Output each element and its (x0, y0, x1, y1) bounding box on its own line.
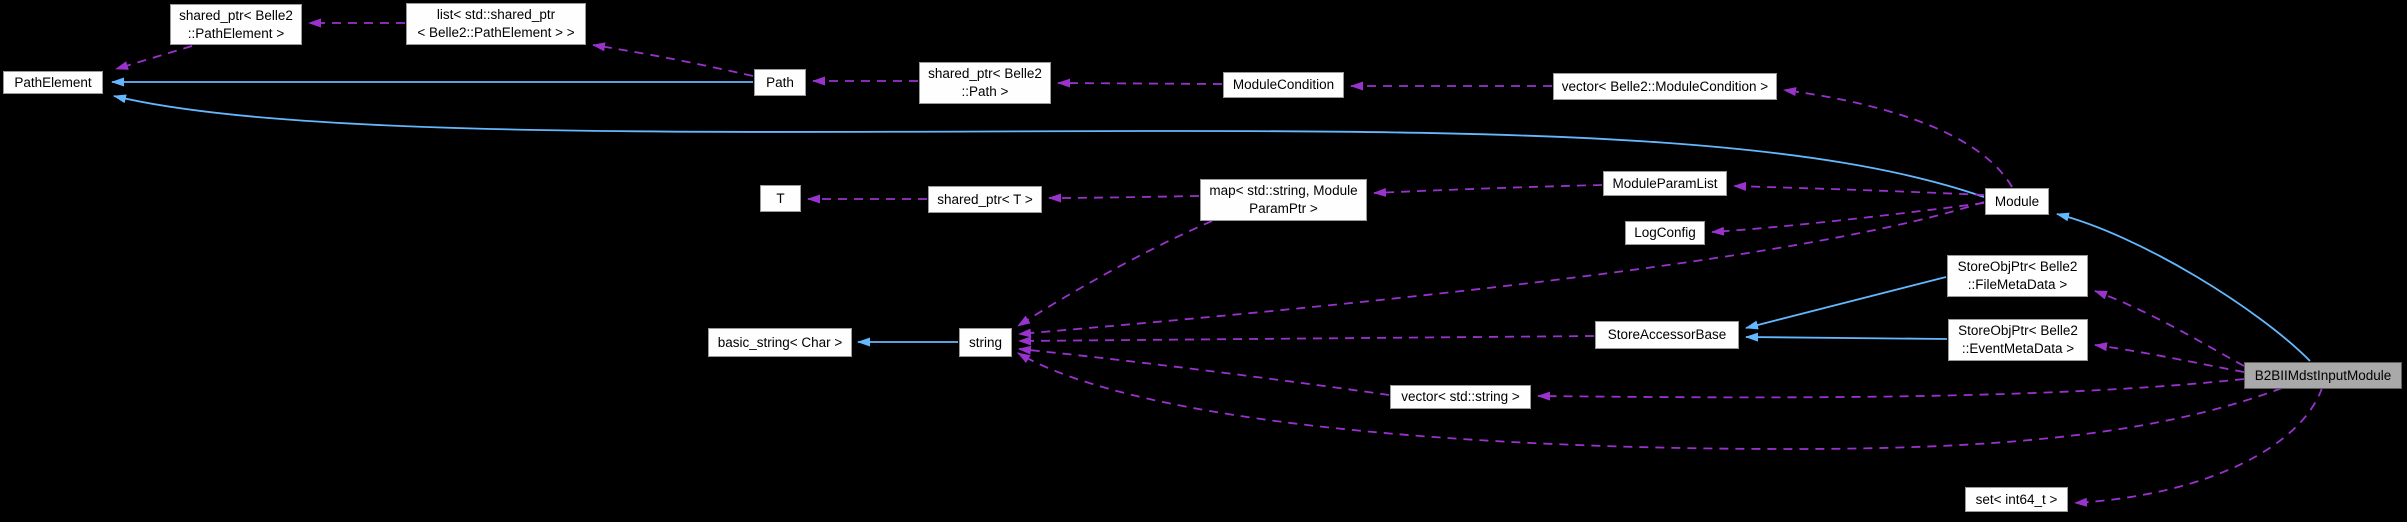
edge-module-to-logconfig (1711, 202, 1985, 236)
edge-b2biimdstinputmodule-to-vector-std-string (1537, 378, 2245, 401)
edge-path-to-list (592, 42, 754, 77)
edge-modulecondition-to-shared-ptr-path (1057, 78, 1223, 88)
edge-shared-ptr-pathelement-to-pathelement (115, 45, 193, 70)
edge-module-to-moduleparamlist (1733, 181, 1985, 196)
node-list-shared-ptr-pathelement[interactable]: list< std::shared_ptr < Belle2::PathElem… (406, 3, 586, 45)
node-path[interactable]: Path (754, 69, 806, 96)
node-t[interactable]: T (760, 185, 801, 212)
node-string[interactable]: string (959, 328, 1012, 357)
node-pathelement[interactable]: PathElement (3, 71, 103, 94)
node-b2biimdstinputmodule[interactable]: B2BIIMdstInputModule (2244, 362, 2402, 389)
edge-storeobjptr-filemetadata-to-storeaccessorbase (1745, 276, 1947, 330)
edge-storeobjptr-eventmetadata-to-storeaccessorbase (1745, 332, 1948, 342)
edge-b2biimdstinputmodule-to-string-bottom (1017, 352, 2283, 450)
edge-module-to-string (1018, 201, 1985, 338)
edge-b2biimdstinputmodule-to-storeobjptr-filemetadata (2094, 290, 2245, 367)
edge-map-to-string (1017, 220, 1213, 327)
edge-module-to-pathelement (113, 94, 1985, 198)
node-basic-string-char[interactable]: basic_string< Char > (708, 328, 852, 357)
node-modulecondition[interactable]: ModuleCondition (1223, 72, 1344, 98)
node-logconfig[interactable]: LogConfig (1625, 221, 1705, 245)
node-vector-std-string[interactable]: vector< std::string > (1390, 385, 1531, 409)
node-shared-ptr-t[interactable]: shared_ptr< T > (928, 186, 1042, 213)
edge-b2biimdstinputmodule-to-set-int64-t (2074, 387, 2323, 507)
edge-b2biimdstinputmodule-to-module (2056, 212, 2311, 362)
node-shared-ptr-path[interactable]: shared_ptr< Belle2 ::Path > (919, 62, 1051, 104)
node-module[interactable]: Module (1985, 188, 2049, 215)
node-storeaccessorbase[interactable]: StoreAccessorBase (1595, 321, 1739, 349)
node-moduleparamlist[interactable]: ModuleParamList (1603, 171, 1727, 196)
edge-module-to-vector-modulecondition (1783, 87, 2013, 188)
edge-b2biimdstinputmodule-to-storeobjptr-eventmetadata (2094, 342, 2245, 373)
node-set-int64-t[interactable]: set< int64_t > (1965, 487, 2068, 512)
node-storeobjptr-eventmetadata[interactable]: StoreObjPtr< Belle2 ::EventMetaData > (1948, 319, 2088, 361)
edge-map-to-shared-ptr-t (1048, 193, 1200, 203)
node-shared-ptr-pathelement[interactable]: shared_ptr< Belle2 ::PathElement > (170, 4, 302, 45)
edge-moduleparamlist-to-map (1373, 184, 1603, 197)
node-vector-modulecondition[interactable]: vector< Belle2::ModuleCondition > (1553, 73, 1777, 100)
edge-storeaccessorbase-to-string (1018, 335, 1595, 346)
edge-vector-std-string-to-string (1018, 345, 1390, 396)
node-map-string-moduleparamptr[interactable]: map< std::string, Module ParamPtr > (1200, 179, 1367, 221)
node-storeobjptr-filemetadata[interactable]: StoreObjPtr< Belle2 ::FileMetaData > (1947, 255, 2088, 297)
